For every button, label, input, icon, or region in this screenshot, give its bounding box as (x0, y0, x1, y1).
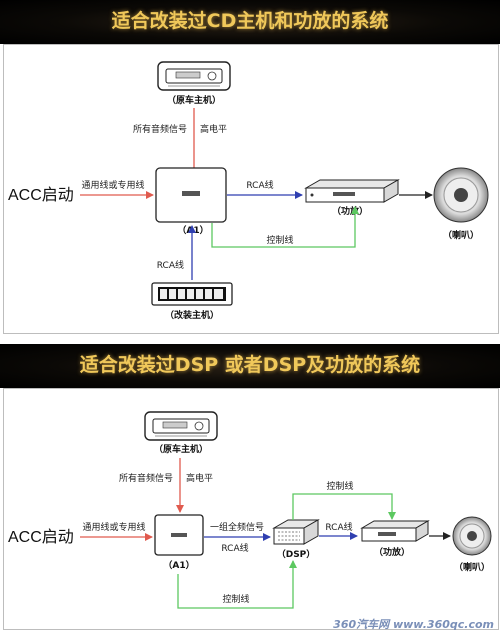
d1-signal-label: 所有音频信号 (133, 123, 187, 135)
diagram1-frame (3, 44, 499, 334)
d2-speaker-label: （喇叭） (454, 561, 490, 573)
d1-aftermarket-label: （改装主机） (165, 309, 219, 321)
d1-rca-in-label: RCA线 (157, 259, 184, 271)
d2-dsp-label: （DSP） (277, 549, 316, 560)
d1-aftermarket-unit-icon (151, 282, 233, 306)
d2-module-label: （A1） (163, 560, 194, 571)
d2-wire-label: 通用线或专用线 (82, 521, 145, 533)
d2-amp-label: （功放） (374, 546, 410, 558)
d1-acc-label: ACC启动 (8, 186, 74, 204)
d1-control-label: 控制线 (266, 234, 293, 246)
d1-high-level-label: 高电平 (200, 123, 227, 135)
diagram2-title: 适合改装过DSP 或者DSP及功放的系统 (79, 354, 421, 376)
d2-speaker-icon (452, 516, 492, 556)
d1-source-unit-label: （原车主机） (167, 94, 221, 106)
d1-control-arrow (211, 206, 359, 248)
d2-signal-label: 所有音频信号 (119, 472, 173, 484)
d2-control-top-arrow (292, 493, 396, 520)
d2-rca-label: RCA线 (221, 542, 248, 554)
d1-module-label: （A1） (177, 225, 208, 236)
d2-dsp-icon (272, 519, 320, 545)
d2-head-unit-icon (144, 411, 218, 441)
d1-speaker-label: （喇叭） (443, 229, 479, 241)
bottom-banner: 适合改装过DSP 或者DSP及功放的系统 (0, 344, 500, 388)
d2-high-level-label: 高电平 (186, 472, 213, 484)
d1-rca-to-amp-label: RCA线 (246, 179, 273, 191)
d2-control-bottom-arrow (177, 560, 297, 609)
d2-source-unit-label: （原车主机） (154, 443, 208, 455)
d2-fullrange-label: 一组全频信号 (210, 521, 264, 533)
d2-a1-module (154, 514, 204, 556)
watermark: 360汽车网 www.360qc.com (333, 618, 494, 631)
diagram1-title: 适合改装过CD主机和功放的系统 (111, 10, 389, 32)
d2-acc-label: ACC启动 (8, 528, 74, 546)
d1-head-unit-icon (157, 61, 231, 91)
d1-speaker-icon (433, 167, 489, 223)
d1-wire-label: 通用线或专用线 (81, 179, 144, 191)
top-banner: 适合改装过CD主机和功放的系统 (0, 0, 500, 44)
d1-a1-module (155, 167, 227, 223)
d2-amplifier-icon (360, 520, 430, 542)
d1-amplifier-icon (304, 179, 400, 203)
d2-rca-to-amp-label: RCA线 (325, 521, 352, 533)
d1-amp-label: （功放） (332, 205, 368, 217)
d2-control-bottom-label: 控制线 (222, 593, 249, 605)
d2-control-top-label: 控制线 (326, 480, 353, 492)
